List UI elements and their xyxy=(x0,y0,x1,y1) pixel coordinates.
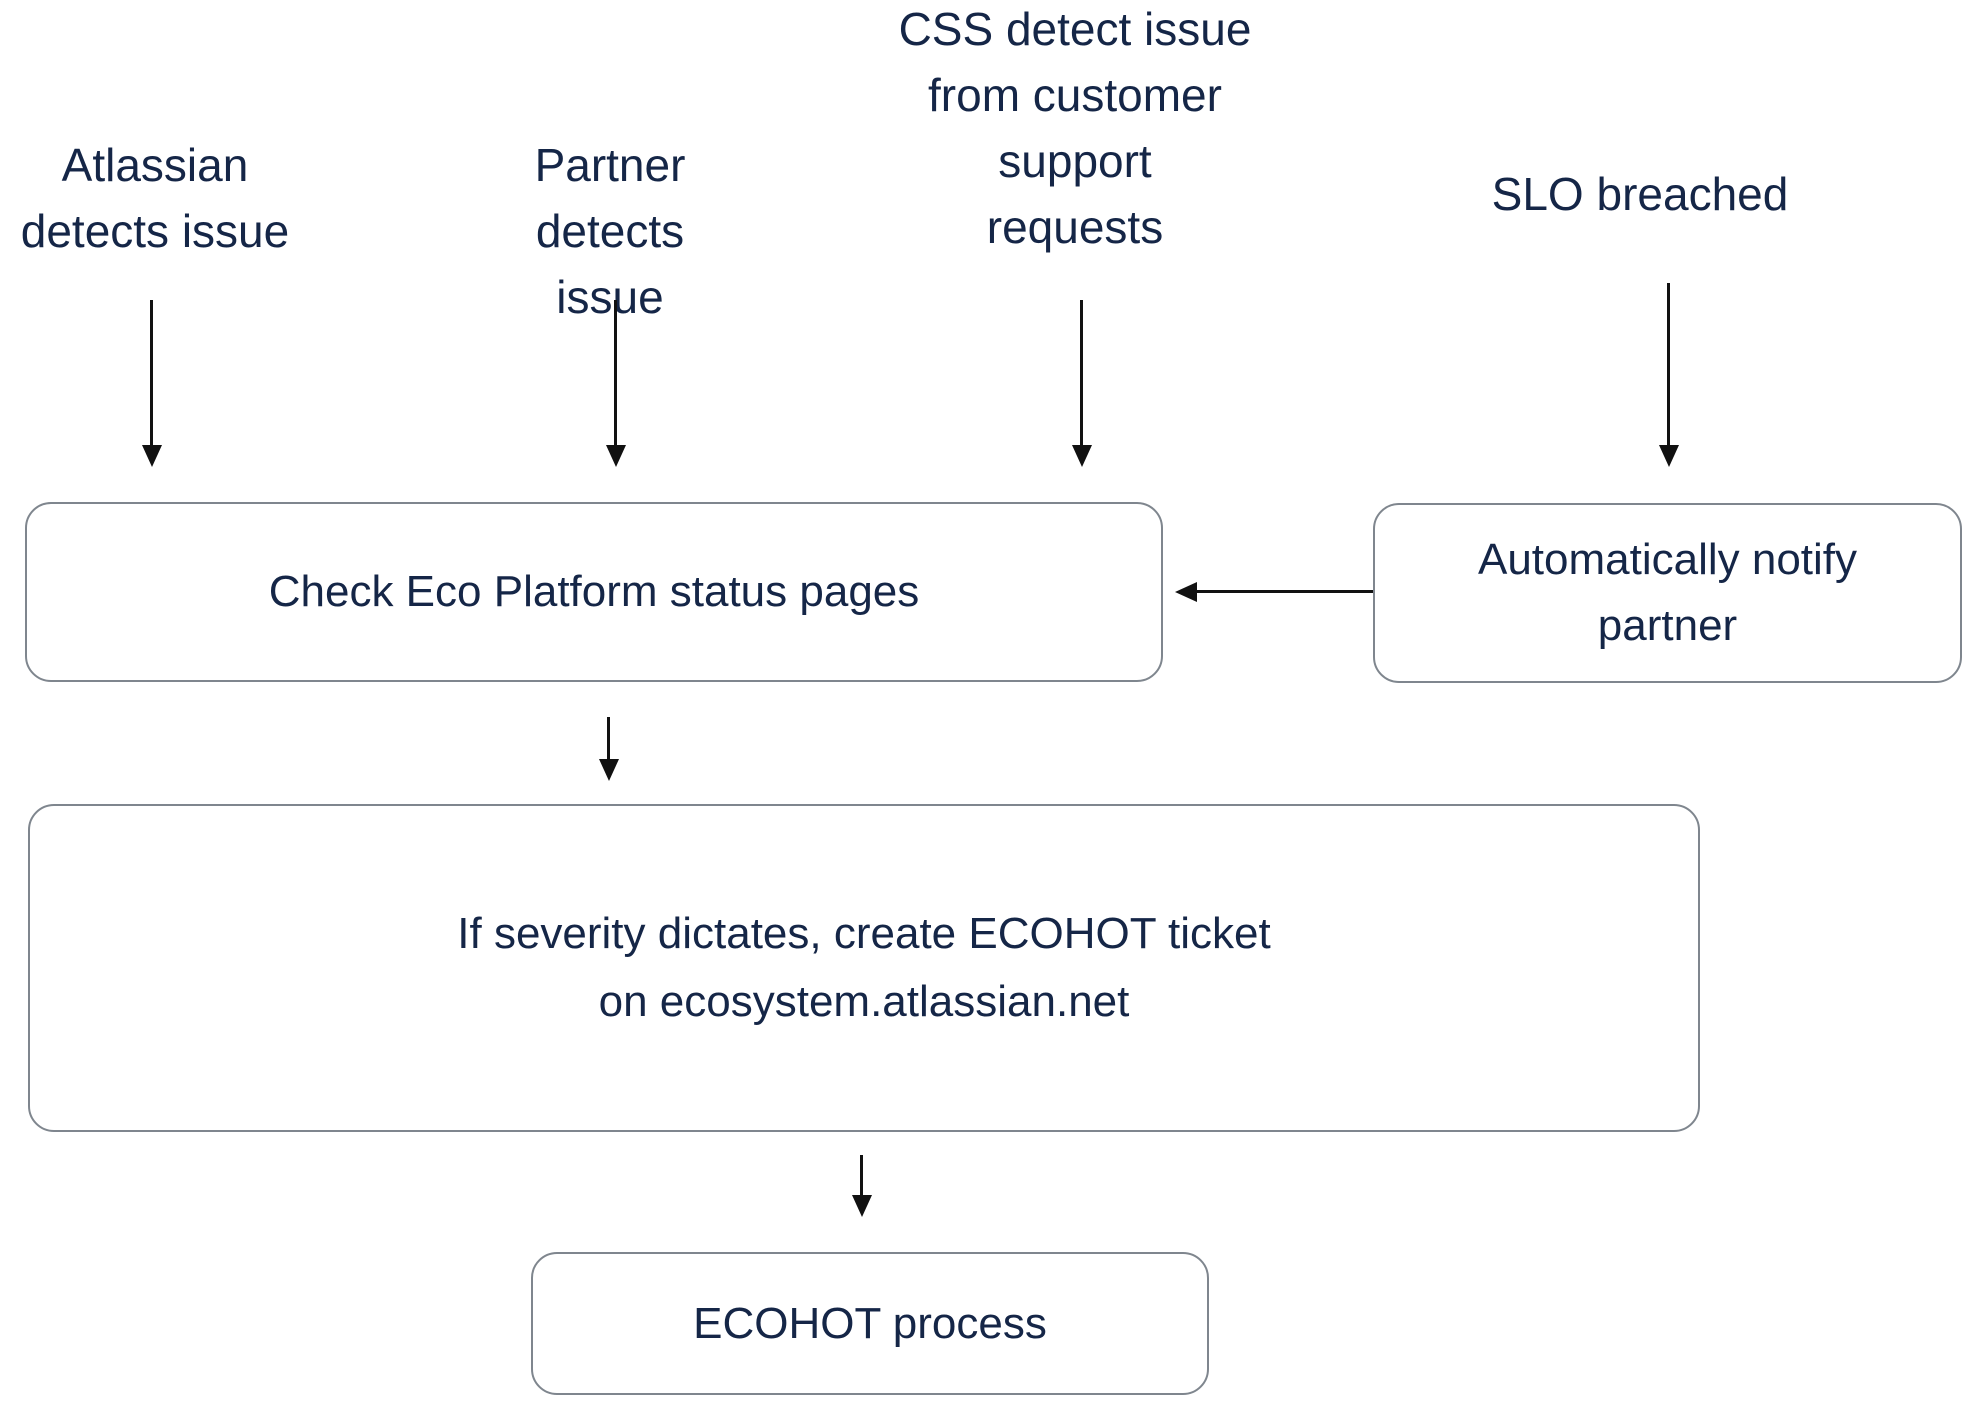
arrow-notify-to-check xyxy=(1196,590,1373,593)
label-atlassian-detects-issue: Atlassian detects issue xyxy=(20,139,290,257)
arrow-partner-to-check xyxy=(614,300,617,446)
node-auto-notify-partner-label: Automatically notify partner xyxy=(1477,535,1858,650)
label-partner-detects-issue: Partner detects issue xyxy=(534,139,686,323)
node-check-status-pages: Check Eco Platform status pages xyxy=(25,502,1163,682)
node-check-status-pages-label: Check Eco Platform status pages xyxy=(268,567,920,616)
node-ecohot-process-label: ECOHOT process xyxy=(693,1298,1047,1348)
arrow-ticket-to-ecohot xyxy=(860,1155,863,1196)
arrow-atlassian-to-check xyxy=(150,300,153,446)
arrow-slo-to-notify xyxy=(1667,283,1670,446)
arrow-check-to-ticket xyxy=(607,717,610,760)
node-create-ecohot-ticket-label: If severity dictates, create ECOHOT tick… xyxy=(457,909,1271,1026)
label-css-detect-issue: CSS detect issue from customer support r… xyxy=(898,3,1252,253)
node-auto-notify-partner: Automatically notify partner xyxy=(1373,503,1962,683)
node-create-ecohot-ticket: If severity dictates, create ECOHOT tick… xyxy=(28,804,1700,1132)
arrow-css-to-check xyxy=(1080,300,1083,446)
node-ecohot-process: ECOHOT process xyxy=(531,1252,1209,1395)
label-slo-breached: SLO breached xyxy=(1491,168,1789,220)
